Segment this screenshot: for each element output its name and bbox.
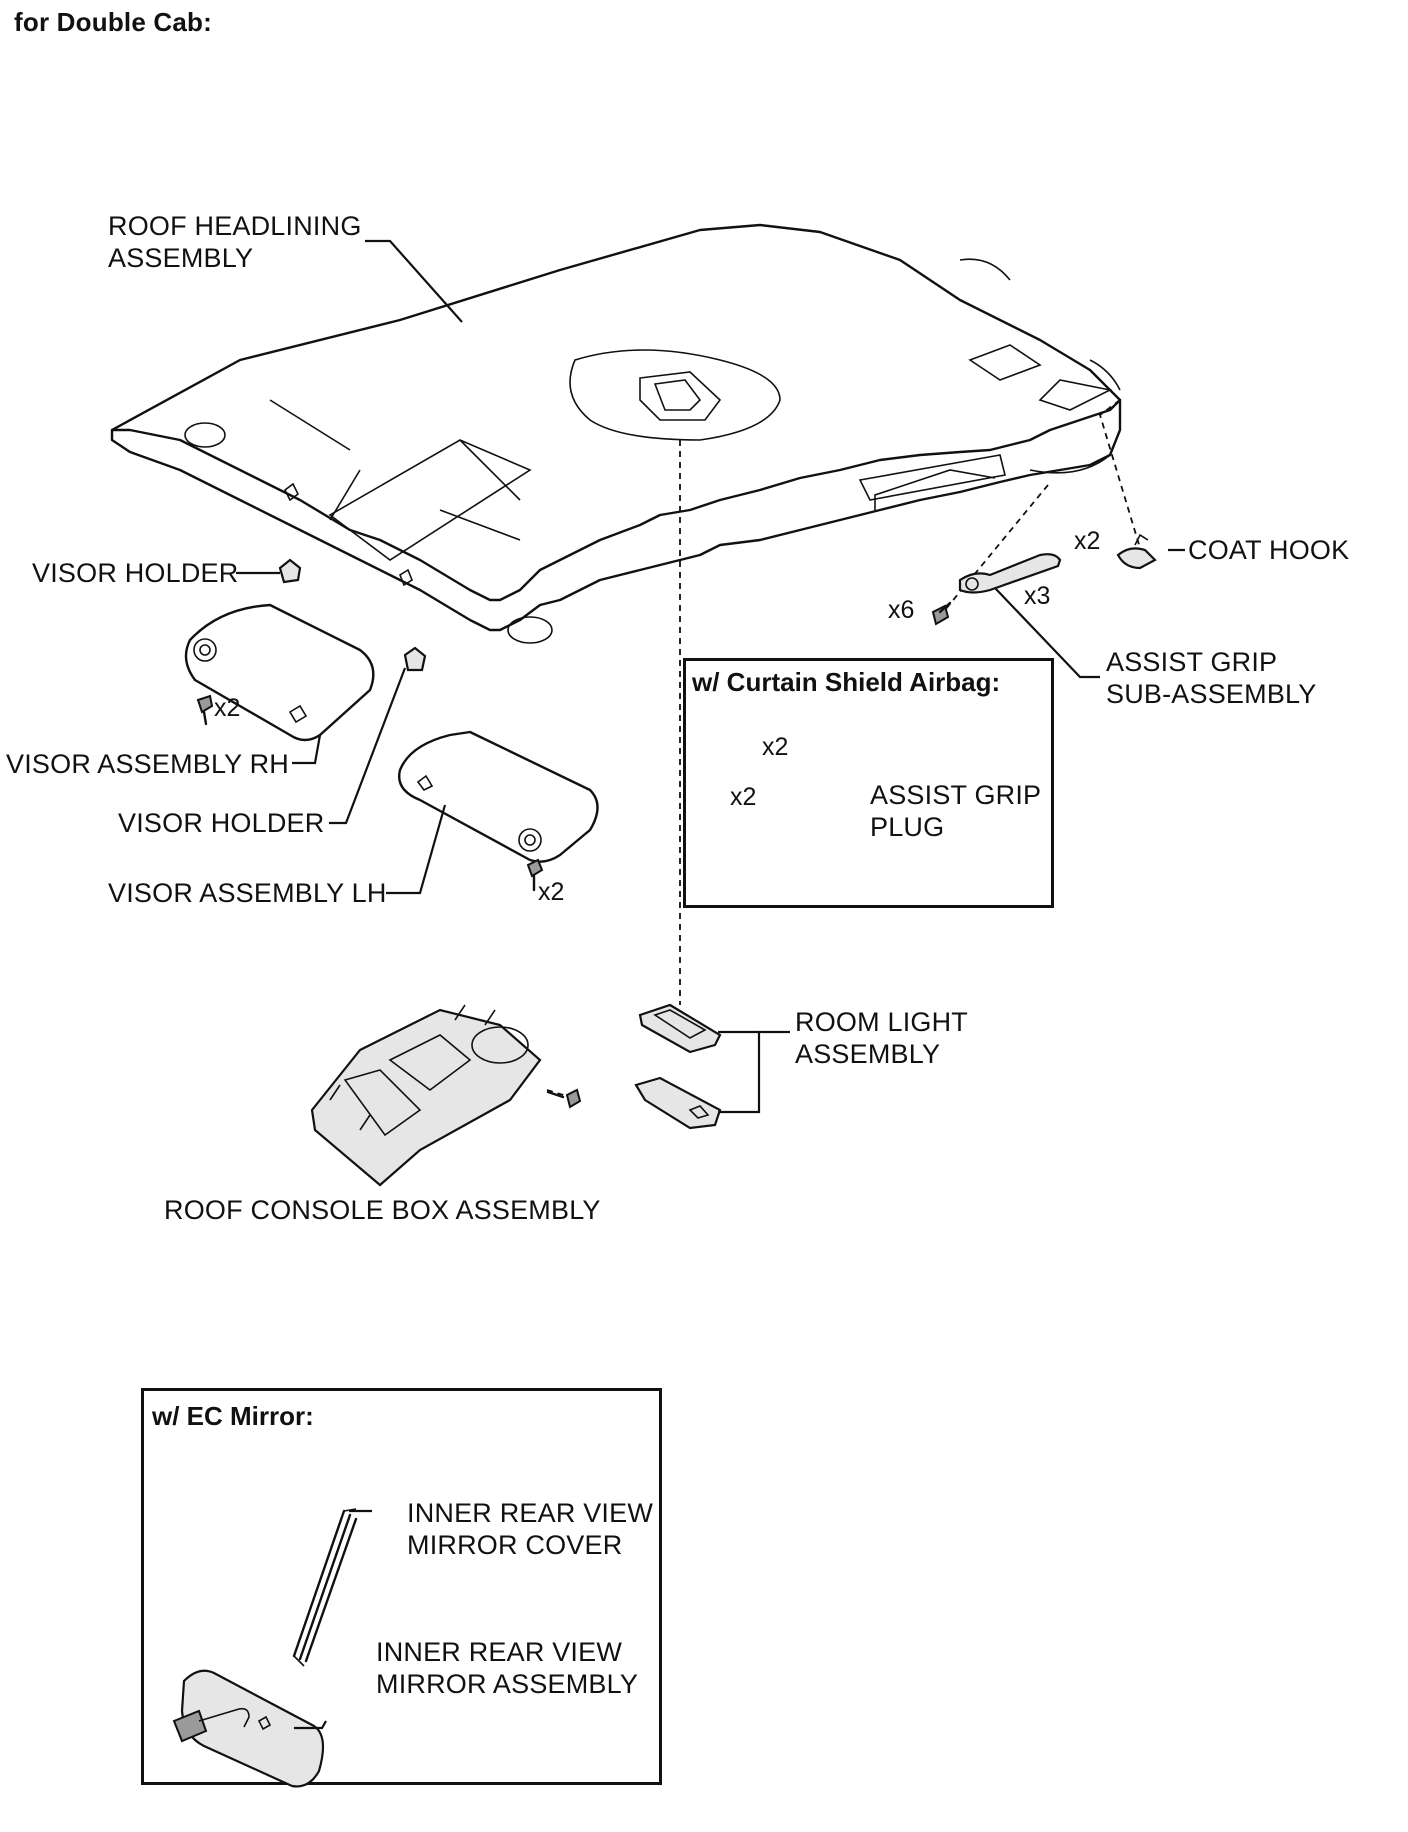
visor-rh-icon bbox=[184, 603, 375, 742]
label-visor-assembly-rh: VISOR ASSEMBLY RH bbox=[6, 749, 289, 779]
mirror-icon bbox=[172, 1508, 372, 1788]
qty-grip-screws: x6 bbox=[888, 596, 915, 624]
qty-plug-screws: x2 bbox=[730, 783, 757, 811]
label-visor-holder-1: VISOR HOLDER bbox=[32, 558, 239, 588]
inset-ec-mirror: w/ EC Mirror: INNER REAR VIEW MIRROR COV… bbox=[141, 1388, 662, 1788]
coat-hook-icon bbox=[1116, 533, 1157, 570]
qty-visor-lh: x2 bbox=[538, 878, 565, 906]
inset-curtain-airbag: w/ Curtain Shield Airbag: x2 x2 ASSIST G… bbox=[683, 658, 1054, 908]
inset-curtain-airbag-title: w/ Curtain Shield Airbag: bbox=[692, 667, 1001, 697]
qty-grip-count: x3 bbox=[1024, 582, 1051, 610]
roof-console-icon bbox=[310, 1004, 542, 1187]
assist-grip-icon bbox=[958, 553, 1062, 594]
qty-coat-hook: x2 bbox=[1074, 527, 1101, 555]
label-coat-hook: COAT HOOK bbox=[1188, 535, 1350, 565]
label-roof-console: ROOF CONSOLE BOX ASSEMBLY bbox=[164, 1195, 601, 1225]
qty-plug-count: x2 bbox=[762, 733, 789, 761]
label-visor-holder-2: VISOR HOLDER bbox=[118, 808, 325, 838]
label-visor-assembly-lh: VISOR ASSEMBLY LH bbox=[108, 878, 387, 908]
label-mirror-cover: INNER REAR VIEW MIRROR COVER bbox=[407, 1498, 654, 1560]
visor-lh-icon bbox=[398, 730, 599, 863]
label-room-light: ROOM LIGHT ASSEMBLY bbox=[795, 1007, 969, 1069]
page-title: for Double Cab: bbox=[14, 7, 212, 37]
label-roof-headlining: ROOF HEADLINING ASSEMBLY bbox=[108, 211, 362, 273]
inset-ec-mirror-title: w/ EC Mirror: bbox=[152, 1401, 314, 1431]
label-assist-grip-plug: ASSIST GRIP PLUG bbox=[870, 780, 1042, 842]
label-assist-grip-sub: ASSIST GRIP SUB-ASSEMBLY bbox=[1106, 647, 1317, 709]
room-light-icon bbox=[634, 1003, 722, 1130]
clip-icon bbox=[278, 482, 427, 672]
label-mirror-assembly: INNER REAR VIEW MIRROR ASSEMBLY bbox=[376, 1637, 639, 1699]
roof-headliner-icon bbox=[110, 223, 1122, 644]
qty-visor-rh: x2 bbox=[214, 694, 241, 722]
